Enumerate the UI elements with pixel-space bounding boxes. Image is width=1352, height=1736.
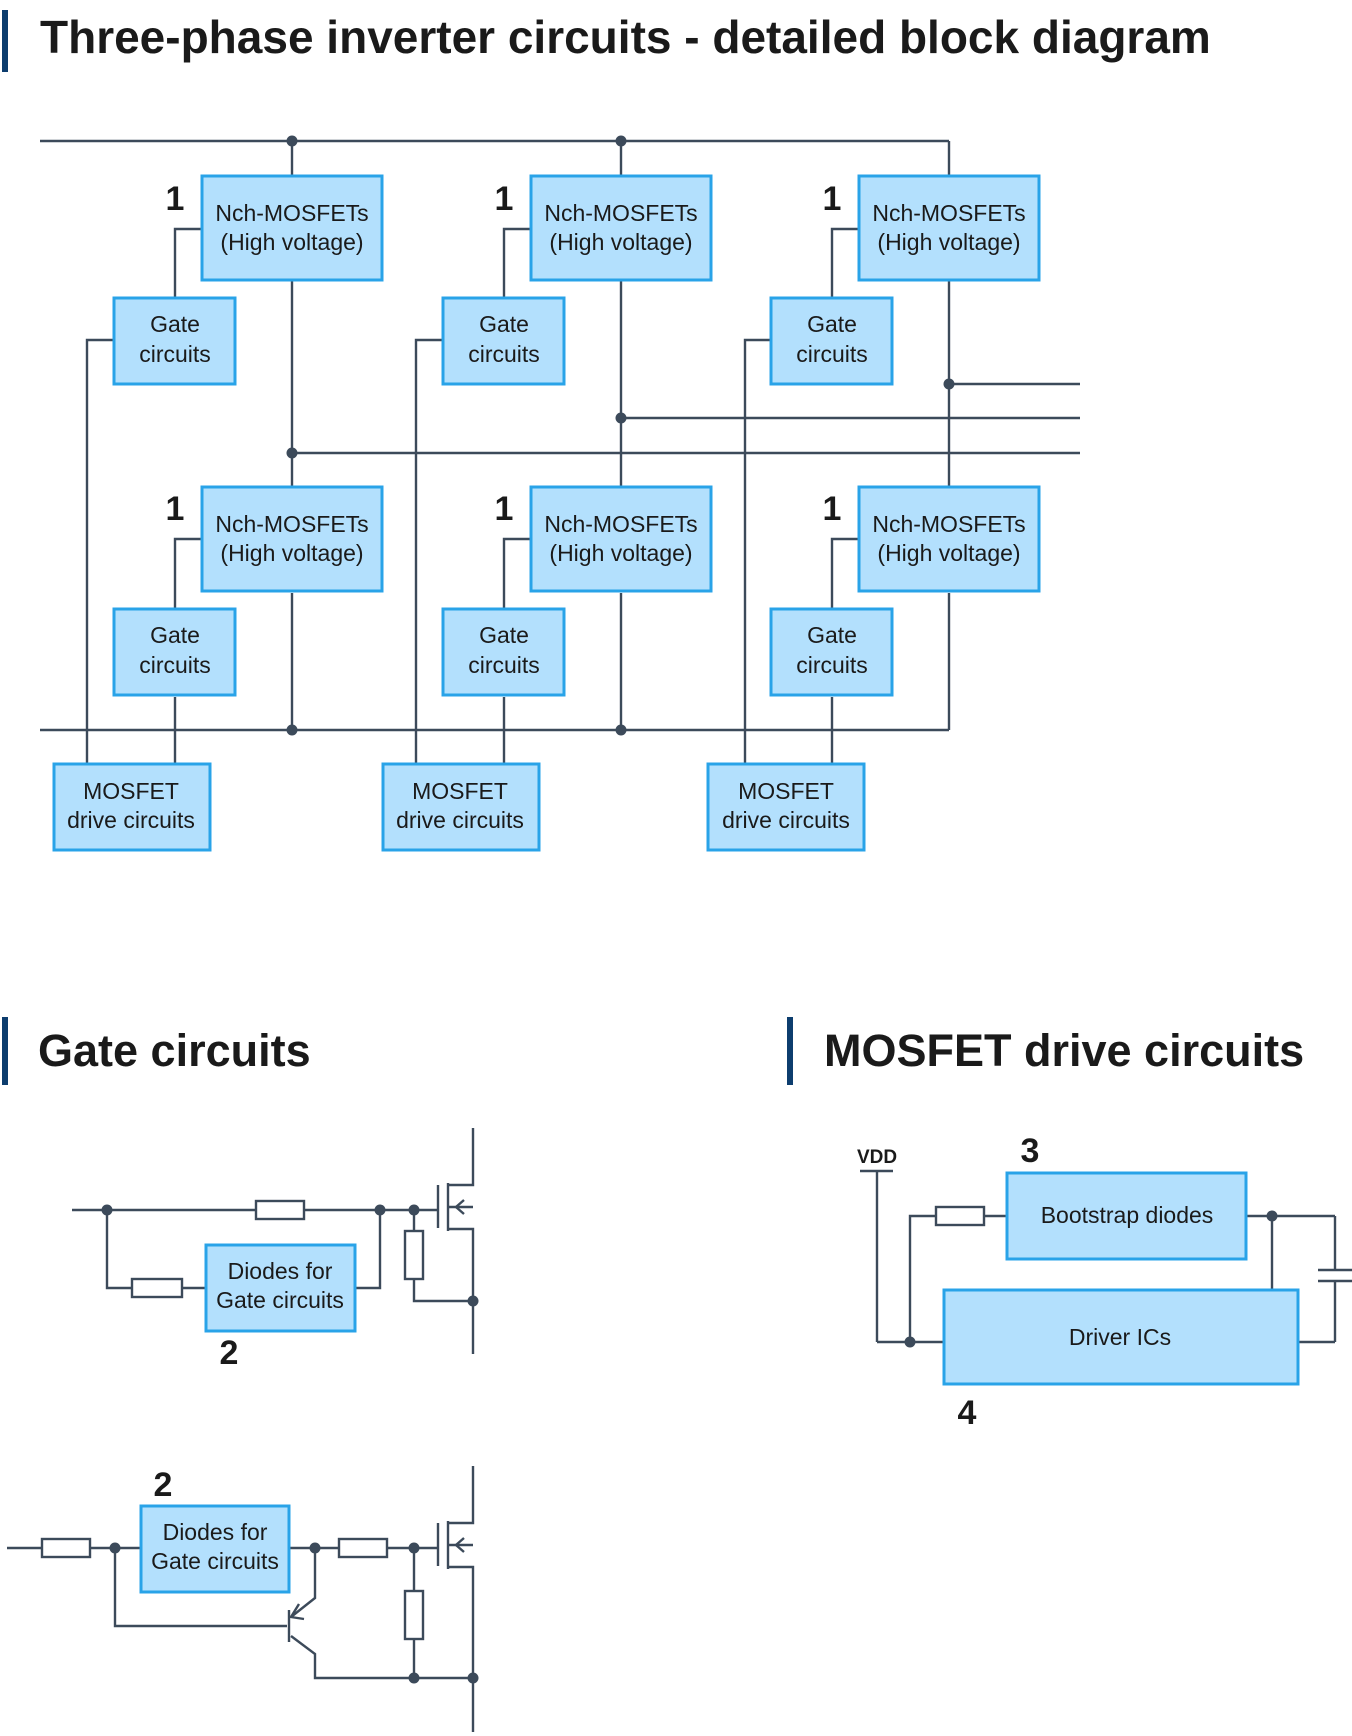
diodes-block: Diodes for Gate circuits: [139, 1504, 291, 1594]
svg-text:MOSFET: MOSFET: [83, 778, 179, 804]
gate-circuit-block: Gate circuits: [769, 607, 894, 697]
svg-text:Gate: Gate: [150, 622, 200, 648]
mosfet-block: Nch-MOSFETs (High voltage): [200, 174, 384, 282]
callout-mosfet: 1: [166, 490, 185, 528]
svg-text:drive circuits: drive circuits: [67, 807, 195, 833]
gate-circuit-block: Gate circuits: [441, 607, 566, 697]
mosfet-block: Nch-MOSFETs (High voltage): [857, 174, 1041, 282]
callout-diodes: 2: [154, 1466, 173, 1504]
svg-text:circuits: circuits: [468, 341, 540, 367]
resistor-symbol: [934, 1205, 986, 1227]
svg-text:circuits: circuits: [139, 652, 211, 678]
svg-text:Nch-MOSFETs: Nch-MOSFETs: [215, 200, 368, 226]
svg-text:Nch-MOSFETs: Nch-MOSFETs: [544, 200, 697, 226]
driver-ics-block: Driver ICs: [942, 1288, 1300, 1386]
callout-bootstrap: 3: [1021, 1132, 1040, 1170]
svg-text:Gate: Gate: [807, 622, 857, 648]
drive-heading-accent-bar: [787, 1017, 793, 1085]
callout-mosfet: 1: [823, 490, 842, 528]
svg-text:(High voltage): (High voltage): [549, 229, 692, 255]
callout-mosfet: 1: [495, 180, 514, 218]
vdd-label: VDD: [857, 1147, 897, 1168]
main-junctions: [286, 135, 955, 736]
svg-text:Gate circuits: Gate circuits: [151, 1548, 279, 1574]
gate-circuit-block: Gate circuits: [112, 296, 237, 386]
svg-text:Bootstrap diodes: Bootstrap diodes: [1041, 1202, 1214, 1228]
callout-driver: 4: [958, 1394, 977, 1432]
svg-text:MOSFET: MOSFET: [738, 778, 834, 804]
gate-section-title: Gate circuits: [38, 1025, 311, 1076]
gate-heading-accent-bar: [2, 1017, 8, 1085]
svg-text:circuits: circuits: [468, 652, 540, 678]
resistor-symbol: [130, 1277, 184, 1299]
callout-mosfet: 1: [823, 180, 842, 218]
drive-circuit-block: MOSFET drive circuits: [381, 762, 541, 852]
svg-text:Gate: Gate: [479, 622, 529, 648]
main-wiring: [40, 139, 1080, 764]
drive-schematic-junctions: [904, 1210, 1278, 1348]
resistor-symbol: [40, 1537, 92, 1559]
gate-circuit-block: Gate circuits: [769, 296, 894, 386]
resistor-symbol: [403, 1229, 425, 1281]
svg-text:(High voltage): (High voltage): [220, 540, 363, 566]
svg-text:Nch-MOSFETs: Nch-MOSFETs: [872, 200, 1025, 226]
svg-text:Diodes for: Diodes for: [163, 1519, 268, 1545]
callout-mosfet: 1: [166, 180, 185, 218]
svg-text:Gate circuits: Gate circuits: [216, 1287, 344, 1313]
svg-text:Nch-MOSFETs: Nch-MOSFETs: [872, 511, 1025, 537]
gate-schematic-b-junctions: [109, 1542, 479, 1684]
drive-circuit-block: MOSFET drive circuits: [52, 762, 212, 852]
svg-text:(High voltage): (High voltage): [877, 540, 1020, 566]
callout-diodes: 2: [220, 1334, 239, 1372]
drive-section-title: MOSFET drive circuits: [824, 1025, 1304, 1076]
mosfet-block: Nch-MOSFETs (High voltage): [529, 174, 713, 282]
svg-text:(High voltage): (High voltage): [549, 540, 692, 566]
bootstrap-diodes-block: Bootstrap diodes: [1005, 1171, 1248, 1261]
svg-text:MOSFET: MOSFET: [412, 778, 508, 804]
svg-text:(High voltage): (High voltage): [220, 229, 363, 255]
mosfet-block: Nch-MOSFETs (High voltage): [857, 485, 1041, 593]
diodes-block: Diodes for Gate circuits: [204, 1243, 357, 1333]
resistor-symbol: [403, 1589, 425, 1641]
page-title: Three-phase inverter circuits - detailed…: [40, 11, 1211, 63]
svg-text:Diodes for: Diodes for: [228, 1258, 333, 1284]
svg-text:Driver ICs: Driver ICs: [1069, 1324, 1171, 1350]
title-accent-bar: [2, 10, 8, 72]
resistor-symbol: [337, 1537, 389, 1559]
svg-text:drive circuits: drive circuits: [722, 807, 850, 833]
svg-text:Nch-MOSFETs: Nch-MOSFETs: [215, 511, 368, 537]
svg-text:circuits: circuits: [796, 652, 868, 678]
resistor-symbol: [254, 1199, 306, 1221]
gate-schematic-a-junctions: [101, 1204, 479, 1307]
svg-text:drive circuits: drive circuits: [396, 807, 524, 833]
svg-text:Gate: Gate: [150, 311, 200, 337]
svg-text:circuits: circuits: [139, 341, 211, 367]
svg-text:Nch-MOSFETs: Nch-MOSFETs: [544, 511, 697, 537]
callout-mosfet: 1: [495, 490, 514, 528]
svg-text:Gate: Gate: [479, 311, 529, 337]
mosfet-block: Nch-MOSFETs (High voltage): [529, 485, 713, 593]
gate-circuit-block: Gate circuits: [112, 607, 237, 697]
gate-circuit-block: Gate circuits: [441, 296, 566, 386]
svg-text:(High voltage): (High voltage): [877, 229, 1020, 255]
mosfet-block: Nch-MOSFETs (High voltage): [200, 485, 384, 593]
svg-text:circuits: circuits: [796, 341, 868, 367]
svg-text:Gate: Gate: [807, 311, 857, 337]
drive-circuit-block: MOSFET drive circuits: [706, 762, 866, 852]
drive-schematic: [860, 1169, 1352, 1344]
